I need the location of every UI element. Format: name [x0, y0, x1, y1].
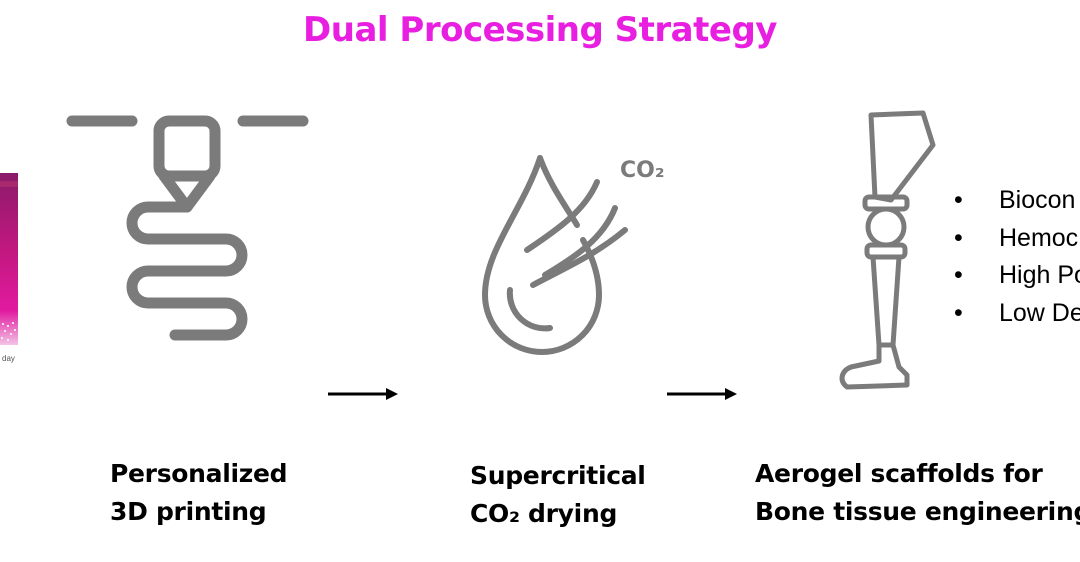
step3-label: Aerogel scaffolds for Bone tissue engine… — [755, 459, 1080, 526]
diagram-title: Dual Processing Strategy — [303, 10, 777, 50]
cover-text: day — [2, 354, 15, 363]
3d-printer-icon — [60, 105, 315, 350]
co2-icon-label: CO₂ — [620, 158, 665, 183]
step2-label: Supercritical CO₂ drying — [470, 461, 646, 528]
list-item: •Biocon — [954, 186, 1076, 214]
property-bullet-list: •Biocon •Hemoc •High Po •Low De — [950, 182, 1080, 332]
prosthetic-leg-icon — [835, 105, 945, 400]
list-item: •Hemoc — [954, 223, 1079, 252]
step1-label: Personalized 3D printing — [110, 459, 288, 526]
list-item: •Low De — [954, 298, 1080, 327]
list-item: •High Po — [954, 261, 1080, 289]
co2-drop-icon — [465, 150, 635, 380]
arrow-step1-to-step2 — [326, 386, 400, 407]
journal-cover-thumbnail: day — [0, 173, 18, 365]
arrow-step2-to-step3 — [665, 386, 739, 407]
